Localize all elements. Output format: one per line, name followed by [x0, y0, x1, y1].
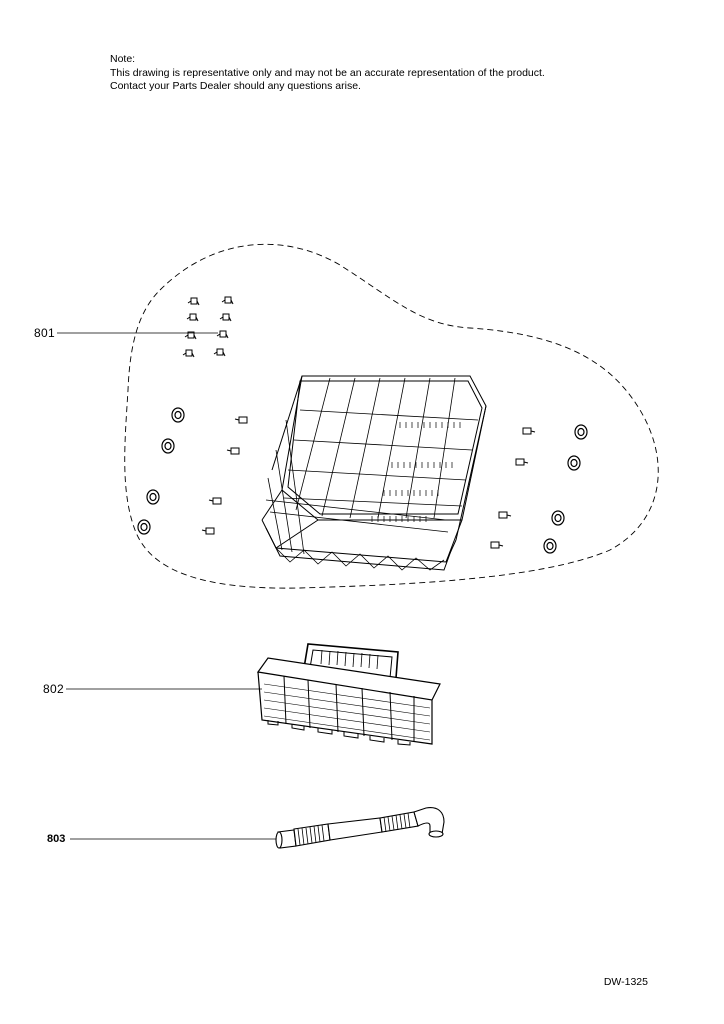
clip-fasteners [182, 296, 234, 358]
drawing-number: DW-1325 [603, 976, 648, 988]
callout-801: 801 [34, 326, 55, 340]
axle-pins [201, 416, 536, 549]
rack-wheels [137, 407, 588, 554]
note-heading: Note: [110, 53, 136, 65]
assembly-group-boundary [124, 243, 659, 589]
note-line-1: This drawing is representative only and … [110, 66, 545, 79]
callout-802: 802 [43, 682, 64, 696]
disclaimer-note: Note: This drawing is representative onl… [110, 53, 545, 94]
lower-dish-rack [261, 375, 487, 571]
silverware-basket [256, 643, 441, 746]
note-line-2: Contact your Parts Dealer should any que… [110, 80, 361, 92]
drain-hose [275, 807, 445, 849]
callout-803: 803 [47, 833, 66, 845]
